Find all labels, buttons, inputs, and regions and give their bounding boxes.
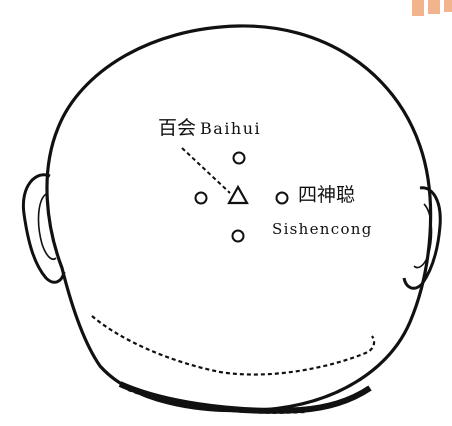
hairline-dashed-icon xyxy=(92,316,374,375)
sishencong-circle-bottom-icon xyxy=(233,231,244,242)
baihui-label-pinyin: Baihui xyxy=(200,119,261,138)
sishencong-circle-right-icon xyxy=(277,193,288,204)
sishencong-label-chinese: 四神聪 xyxy=(298,186,355,205)
head-outline-icon xyxy=(47,26,431,411)
baihui-label-chinese: 百会 xyxy=(158,117,196,139)
sishencong-circle-left-icon xyxy=(196,193,207,204)
left-ear-icon xyxy=(23,175,64,283)
corner-mark-icon xyxy=(412,0,452,16)
baihui-pointer-line xyxy=(182,148,230,193)
baihui-triangle-icon xyxy=(229,187,247,203)
right-ear-icon xyxy=(404,188,440,288)
sishencong-label-pinyin: Sishencong xyxy=(272,222,373,237)
sishencong-circle-top-icon xyxy=(234,153,245,164)
neck-shading-icon xyxy=(120,384,370,411)
